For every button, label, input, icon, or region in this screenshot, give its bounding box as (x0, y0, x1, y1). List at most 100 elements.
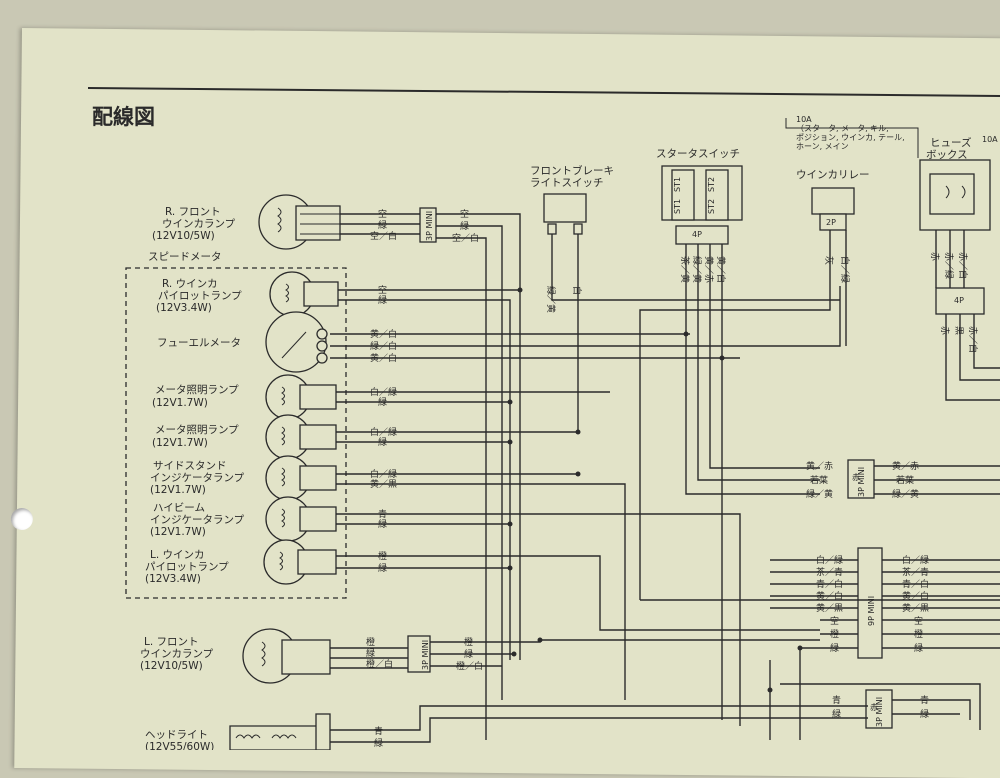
svg-text:黄／白: 黄／白 (902, 590, 929, 602)
svg-text:白／緑: 白／緑 (839, 256, 851, 283)
svg-text:3P MINI: 3P MINI (425, 211, 434, 241)
svg-text:白: 白 (571, 286, 583, 295)
svg-text:黄／白: 黄／白 (370, 352, 397, 364)
svg-text:パイロットランプ: パイロットランプ (158, 290, 242, 302)
svg-text:緑: 緑 (464, 648, 473, 660)
svg-text:(12V10/5W): (12V10/5W) (140, 660, 203, 672)
speedometer-group-box (125, 267, 347, 599)
svg-text:(12V3.4W): (12V3.4W) (145, 573, 201, 585)
svg-text:白／緑: 白／緑 (370, 426, 397, 438)
side-stand-indicator-lamp: サイドスタンド インジケータランプ (12V1.7W) (150, 455, 337, 501)
svg-text:白／緑: 白／緑 (816, 554, 843, 566)
svg-text:橙: 橙 (378, 550, 387, 562)
svg-text:赤: 赤 (870, 703, 878, 712)
wire-color-labels: 空 緑 空／白 空 緑 空／白 空 緑 黄／白 緑／白 黄／白 白／緑 緑 白／… (366, 208, 979, 749)
svg-text:橙／白: 橙／白 (456, 660, 483, 672)
svg-text:ST1: ST1 (673, 177, 682, 192)
svg-text:黒: 黒 (953, 326, 964, 335)
l-front-winker-lamp: L. フロント ウインカランプ (12V10/5W) (140, 628, 331, 684)
svg-text:3P MINI: 3P MINI (421, 640, 430, 670)
svg-text:青: 青 (378, 508, 387, 520)
svg-text:2P: 2P (826, 218, 836, 227)
svg-text:白／緑: 白／緑 (370, 386, 397, 398)
svg-text:ハイビーム: ハイビーム (153, 502, 205, 514)
svg-text:ポジション, ウインカ, テール,: ポジション, ウインカ, テール, (796, 133, 905, 142)
svg-text:空: 空 (830, 615, 839, 627)
svg-text:黄／黒: 黄／黒 (816, 602, 843, 614)
high-beam-indicator-lamp: ハイビーム インジケータランプ (12V1.7W) (150, 496, 337, 542)
page-title: 配線図 (92, 105, 155, 129)
svg-text:フューエルメータ: フューエルメータ (157, 337, 241, 349)
svg-text:橙: 橙 (914, 628, 923, 640)
svg-text:黄／白: 黄／白 (370, 328, 397, 340)
svg-text:緑: 緑 (378, 396, 387, 408)
svg-text:ヒューズ: ヒューズ (930, 136, 971, 149)
meter-light-lamp-1: メータ照明ランプ (12V1.7W) (152, 374, 337, 420)
svg-text:茶／青: 茶／青 (816, 566, 843, 578)
svg-text:緑: 緑 (374, 737, 383, 749)
svg-text:青／白: 青／白 (902, 578, 929, 590)
headlight: ヘッドライト (12V55/60W) (145, 713, 331, 750)
svg-text:青／白: 青／白 (816, 578, 843, 590)
svg-text:緑: 緑 (378, 294, 387, 306)
svg-text:ヘッドライト: ヘッドライト (145, 729, 208, 741)
svg-text:インジケータランプ: インジケータランプ (150, 514, 245, 526)
svg-text:空: 空 (914, 615, 923, 627)
svg-text:4P: 4P (954, 296, 964, 305)
svg-text:空: 空 (378, 284, 387, 296)
svg-text:空: 空 (378, 208, 387, 220)
svg-text:赤: 赤 (852, 473, 860, 482)
svg-text:R. フロント: R. フロント (165, 206, 221, 218)
winker-relay: ウインカリレー 2P (796, 169, 870, 231)
svg-text:灰: 灰 (823, 256, 835, 265)
svg-text:インジケータランプ: インジケータランプ (150, 472, 245, 484)
svg-text:緑: 緑 (378, 436, 387, 448)
svg-text:L. ウインカ: L. ウインカ (150, 549, 205, 561)
header-rule (87, 87, 1000, 97)
svg-text:緑／黄: 緑／黄 (806, 488, 833, 500)
page: 配線図 スピードメータ R. フロント ウインカランプ (12V10/5W) 3… (10, 28, 1000, 778)
svg-text:橙: 橙 (830, 628, 839, 640)
svg-text:青: 青 (832, 694, 841, 706)
svg-text:緑／黄: 緑／黄 (892, 488, 919, 500)
svg-text:茶／黄: 茶／黄 (679, 256, 691, 283)
svg-text:黄／赤: 黄／赤 (806, 460, 833, 472)
svg-text:赤: 赤 (929, 252, 940, 261)
svg-text:緑: 緑 (460, 220, 469, 232)
svg-text:3P MINI: 3P MINI (875, 697, 884, 727)
l-winker-connector: 3P MINI (407, 635, 431, 673)
svg-text:スタータスイッチ: スタータスイッチ (656, 148, 740, 160)
svg-text:黄／赤: 黄／赤 (703, 256, 715, 283)
wiring-lines (330, 213, 1000, 743)
nine-pin-connector: 9P MINI (857, 547, 883, 659)
starter-switch: スタータスイッチ ST1 ST1 ST2 ST2 4P (656, 148, 743, 245)
svg-text:橙: 橙 (464, 636, 473, 648)
svg-text:白／緑: 白／緑 (370, 468, 397, 480)
svg-text:3P MINI: 3P MINI (857, 467, 866, 497)
fuse-box: 10A （スタータ, メータ, キル, ポジション, ウインカ, テール, ホー… (785, 115, 998, 315)
l-winker-pilot-lamp: L. ウインカ パイロットランプ (12V3.4W) (145, 539, 337, 585)
svg-text:黄／黒: 黄／黒 (370, 478, 397, 490)
svg-text:メータ照明ランプ: メータ照明ランプ (155, 384, 239, 396)
mid-3p-connector: 3P MINI 赤 (847, 459, 875, 499)
svg-text:(12V1.7W): (12V1.7W) (152, 437, 208, 449)
svg-text:ライトスイッチ: ライトスイッチ (530, 177, 604, 189)
wiring-diagram: 配線図 スピードメータ R. フロント ウインカランプ (12V10/5W) 3… (87, 87, 1000, 750)
svg-text:ボックス: ボックス (926, 149, 968, 161)
svg-text:(12V1.7W): (12V1.7W) (150, 526, 206, 538)
svg-text:黄／白: 黄／白 (715, 256, 727, 283)
svg-text:黄／黒: 黄／黒 (902, 602, 929, 614)
svg-text:橙／白: 橙／白 (366, 658, 393, 670)
svg-text:赤／白: 赤／白 (957, 252, 969, 279)
r-winker-pilot-lamp: R. ウインカ パイロットランプ (12V3.4W) (156, 271, 339, 317)
r-winker-connector: 3P MINI (419, 207, 437, 243)
svg-text:ウインカランプ: ウインカランプ (140, 648, 214, 660)
svg-text:ST2: ST2 (707, 199, 716, 214)
svg-text:ホーン, メイン: ホーン, メイン (796, 142, 849, 151)
svg-text:10A: 10A (982, 135, 998, 144)
svg-text:緑／黄: 緑／黄 (691, 256, 703, 283)
svg-text:サイドスタンド: サイドスタンド (153, 460, 227, 472)
svg-text:緑: 緑 (378, 518, 387, 530)
svg-text:青: 青 (920, 694, 929, 706)
svg-text:ウインカランプ: ウインカランプ (162, 218, 236, 230)
